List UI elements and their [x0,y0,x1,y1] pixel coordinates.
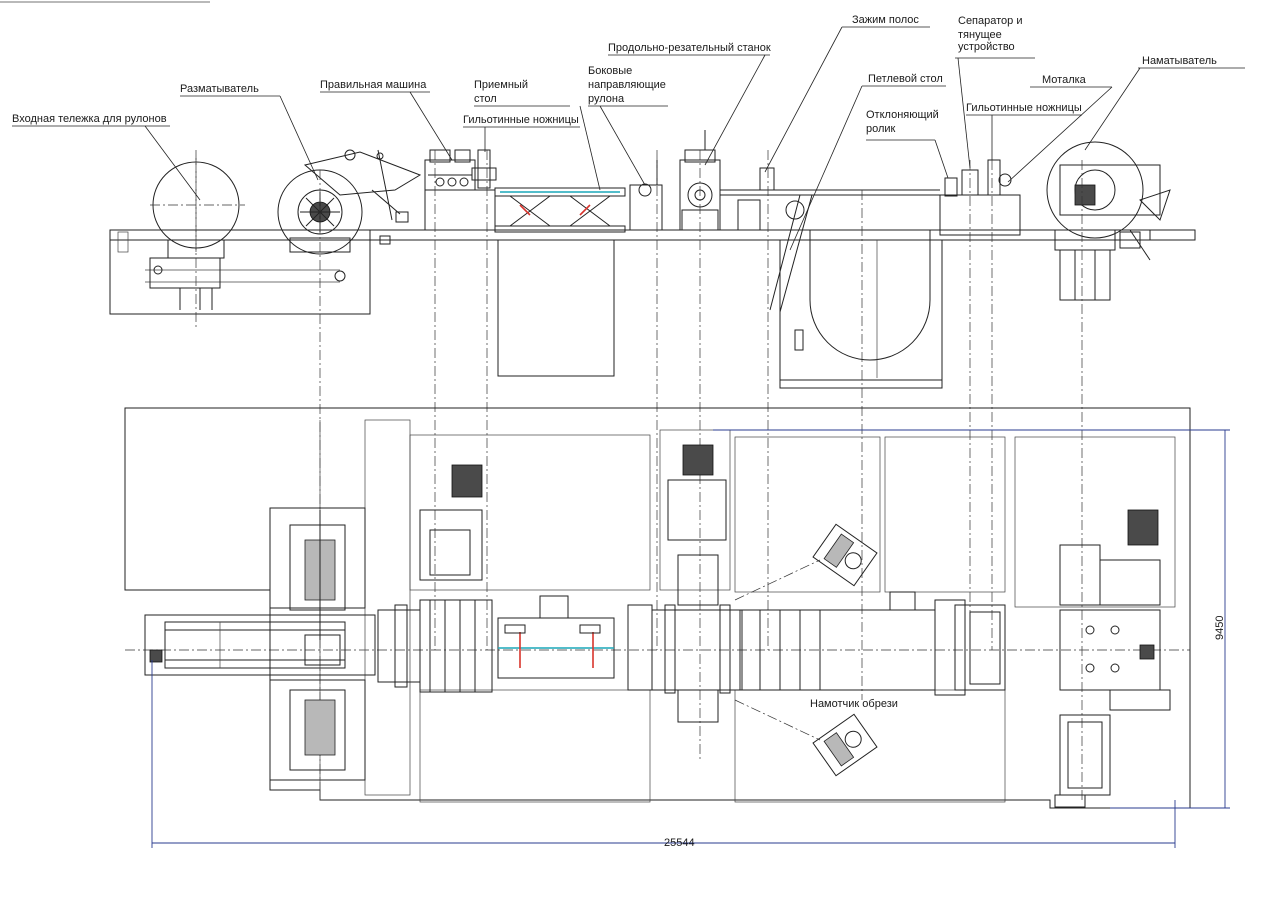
separator-plan [934,599,1006,696]
label-side-guides-1: Боковые [588,65,632,77]
entry-cart [150,158,245,259]
label-shears-2: Гильотинные ножницы [966,102,1082,114]
scrap-winder-lower [812,713,878,777]
label-uncoiler: Разматыватель [180,83,259,95]
callouts: Входная тележка для рулонов Разматывател… [12,14,1245,710]
loop-table-plan [739,591,936,691]
label-receiving-table-1: Приемный [474,79,528,91]
loop-pit [769,194,943,389]
label-scrap-winder: Намотчик обрези [810,698,898,710]
label-receiving-table-2: стол [474,93,497,105]
leveler-plan [377,464,493,693]
label-deflector-2: ролик [866,123,896,135]
label-strip-clamp: Зажим полос [852,14,919,26]
label-deflector-1: Отклоняющий [866,109,939,121]
label-shears-1: Гильотинные ножницы [463,114,579,126]
projection-lines [125,150,1190,800]
rewinder-plan [1054,509,1171,808]
separator-pull-device [939,159,1021,236]
overall-length-label: 25544 [664,837,695,849]
side-view [109,130,1196,389]
foundation-pit-left [109,229,371,315]
label-side-guides-2: направляющие [588,79,666,91]
label-side-guides-3: рулона [588,93,625,105]
uncoiler-plan [269,507,366,781]
slitter [679,130,721,231]
uncoiler [277,149,422,255]
strip-clamp [720,167,940,231]
label-separator-3: устройство [958,41,1015,53]
dimensions: 25544 9450 [151,429,1230,849]
overall-width-label: 9450 [1214,616,1226,640]
label-loop-table: Петлевой стол [868,73,943,85]
label-separator-1: Сепаратор и [958,15,1022,27]
label-coiler: Моталка [1042,74,1087,86]
rewinder [1046,141,1196,301]
receiving-table [494,187,626,377]
label-rewinder: Наматыватель [1142,55,1217,67]
label-separator-2: тянущее [958,29,1002,41]
side-guides-plan [627,604,653,691]
receiving-table-plan [497,595,615,679]
label-leveler: Правильная машина [320,79,427,91]
scrap-winder-upper [812,523,878,587]
label-entry-cart: Входная тележка для рулонов [12,113,167,125]
leveler [424,149,497,231]
slitter-plan [651,444,743,723]
entry-cart-plan [144,614,376,676]
label-slitter: Продольно-резательный станок [608,42,771,54]
plan-view [124,407,1191,809]
